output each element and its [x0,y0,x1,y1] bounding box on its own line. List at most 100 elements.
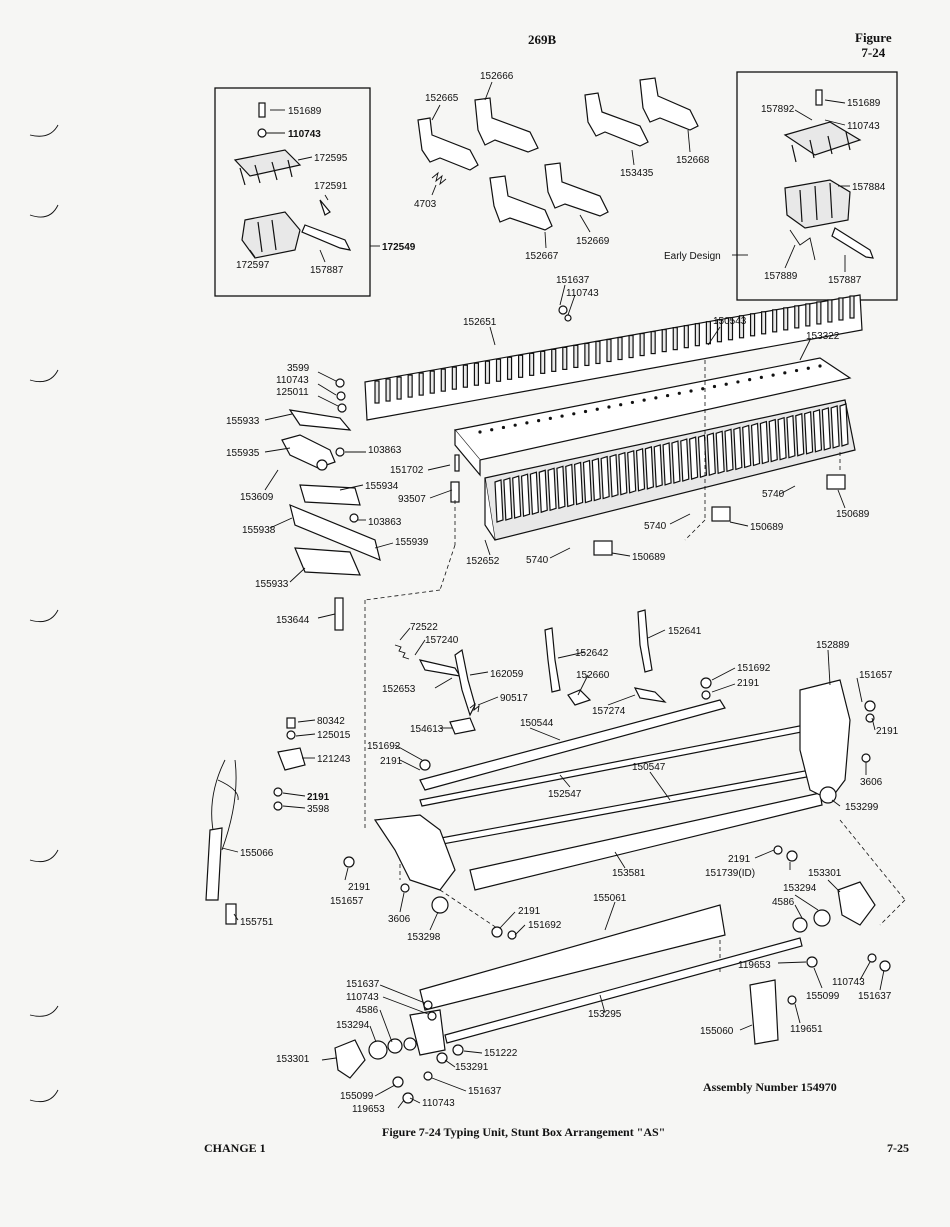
label-153294-right: 153294 [783,883,817,894]
comb-slot [518,354,524,378]
comb-slot [749,313,756,337]
frame-hole [689,389,693,393]
comb-slot [805,303,811,327]
contact-lever [768,418,778,463]
label-121243: 121243 [317,754,351,765]
comb-slot [838,297,844,321]
label-150547: 150547 [632,762,666,773]
stunt-box-frame [453,357,852,477]
comb-slot [385,378,391,402]
contact-lever [600,455,610,500]
label-150543: 150543 [713,316,747,327]
label-2191-right-b: 2191 [876,726,899,737]
frame-hole [501,425,506,430]
label-72522: 72522 [410,622,438,633]
frame-hole [748,378,752,382]
contact-lever [538,469,548,514]
comb-slot [849,295,855,319]
label-151692-center: 151692 [528,920,562,931]
label-119653-bottom: 119653 [352,1104,385,1115]
contact-lever [733,426,743,471]
comb-slot [584,342,590,367]
comb-slot [816,301,822,325]
label-110743-bottom: 110743 [346,992,379,1003]
label-157887: 157887 [310,265,344,276]
frame-hole [619,403,623,407]
frame-hole [525,421,529,425]
label-2191-left-c: 2191 [348,882,371,893]
label-2191-left-a: 2191 [380,756,403,767]
label-151692-left: 151692 [367,741,401,752]
document-number: 269B [528,32,557,47]
side-plates [373,679,851,1056]
comb-slot [650,330,656,355]
comb-slot [683,325,689,349]
label-150544: 150544 [520,718,554,729]
label-151637-lower: 151637 [468,1086,502,1097]
label-152665: 152665 [425,93,459,104]
label-155751: 155751 [240,917,274,928]
label-151692-right: 151692 [737,663,771,674]
label-4586-right: 4586 [772,897,795,908]
figure-word: Figure [855,30,892,45]
label-151222: 151222 [484,1048,518,1059]
assembly-number: Assembly Number 154970 [703,1080,837,1094]
label-151689: 151689 [288,106,322,117]
label-3598: 3598 [307,804,330,815]
contact-lever [556,465,566,510]
label-3606-left: 3606 [388,914,411,925]
contact-lever [653,444,663,488]
comb-slot [761,311,767,335]
label-151637-top: 151637 [556,275,590,286]
label-2191-center: 2191 [518,906,541,917]
label-5740-left: 5740 [526,555,549,566]
contact-lever [742,424,752,469]
frame-hole [478,430,482,434]
contact-lever [582,459,593,504]
frame-hole [583,409,588,414]
label-155935: 155935 [226,448,260,459]
bail-levers-group [417,77,699,231]
label-155933-upper: 155933 [226,416,260,427]
contact-lever [680,438,690,482]
comb-slot [705,321,711,345]
comb-slot [562,346,568,370]
cable-clamps [450,454,846,556]
label-110743: 110743 [288,129,321,140]
frame-hole [595,407,599,411]
frame-hole [677,391,681,395]
label-157892: 157892 [761,104,795,115]
label-3606-right: 3606 [860,777,883,788]
frame-hole [736,380,740,384]
comb-slot [827,299,833,323]
comb-slot [738,315,745,339]
comb-slot [551,348,557,372]
label-153644: 153644 [276,615,310,626]
contact-lever [609,453,619,498]
contact-lever [503,477,513,521]
label-152669: 152669 [576,236,610,247]
label-110743-lower: 110743 [422,1098,455,1109]
inset-box-right [732,71,898,301]
contact-lever [821,407,831,451]
label-152667: 152667 [525,251,559,262]
label-110743-early: 110743 [847,121,880,132]
contact-lever [512,475,522,519]
comb-slot [407,374,413,398]
contact-lever [644,446,655,490]
label-4703: 4703 [414,199,437,210]
contact-lever [786,414,796,459]
contact-lever [724,428,734,473]
label-152668: 152668 [676,155,710,166]
comb-slot [495,358,502,382]
comb-slot [440,368,446,392]
contact-lever [715,430,725,475]
comb-slot [672,327,678,351]
comb-slot [473,362,480,386]
contact-lever [777,416,787,461]
label-151657-right: 151657 [859,670,893,681]
label-153295: 153295 [588,1009,622,1020]
contact-lever [688,436,699,480]
contact-lever [529,471,540,516]
label-103863-lower: 103863 [368,517,402,528]
